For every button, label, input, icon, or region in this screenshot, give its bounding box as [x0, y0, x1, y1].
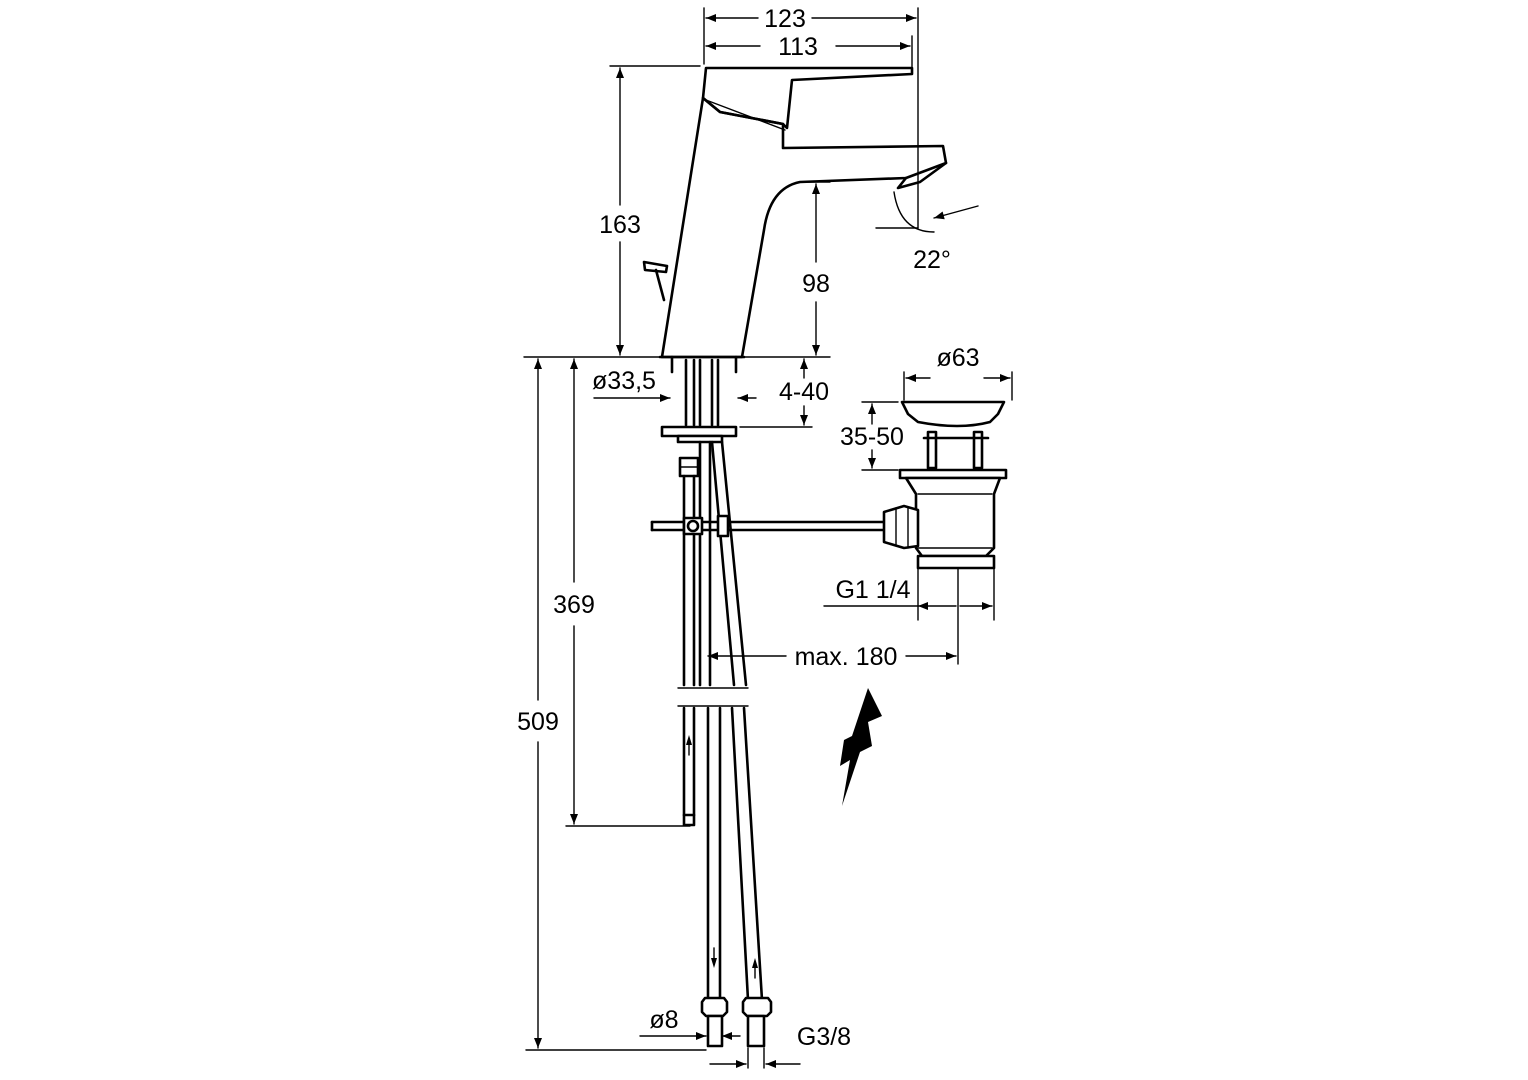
dim-rod-length: 369: [553, 591, 595, 619]
dim-deck-thickness: 4-40: [779, 378, 829, 406]
waste-plug: [900, 400, 1006, 428]
hose-nut-left: [700, 996, 729, 1018]
hose-nut-right: [741, 996, 773, 1018]
lever-handle: [701, 66, 914, 130]
spout-tip: [896, 161, 948, 190]
dim-overall-width: 123: [764, 5, 806, 33]
dim-waste-thread: G1 1/4: [835, 576, 910, 604]
dim-body-height: 163: [599, 211, 641, 239]
dimension-lines: [523, 7, 1013, 1069]
shank-assembly: [660, 355, 738, 478]
waste-body: [904, 476, 1002, 558]
body-edge-line: [705, 99, 786, 131]
dim-shank-diameter: ø33,5: [592, 367, 656, 395]
dim-waste-diameter: ø63: [936, 344, 979, 372]
pull-rod-knob: [642, 260, 669, 274]
dim-total-length: 509: [517, 708, 559, 736]
dim-max-distance: max. 180: [795, 643, 898, 671]
linkage-rod: [650, 514, 886, 538]
waste-assembly: [882, 400, 1008, 570]
dim-waste-height: 35-50: [840, 423, 904, 451]
dim-spout-reach: 113: [778, 33, 818, 61]
fixing-plate: [660, 425, 738, 438]
lightning-bolt-icon: [840, 688, 882, 806]
pull-rod-stem: [654, 268, 666, 302]
overflow-connector: [882, 504, 920, 550]
rod-and-hoses: [677, 440, 773, 1048]
dim-hose-diameter: ø8: [649, 1006, 678, 1034]
dim-spout-angle: 22°: [913, 246, 951, 274]
dim-spout-height: 98: [802, 270, 830, 298]
body-column: [660, 96, 948, 359]
dim-hose-thread: G3/8: [797, 1023, 851, 1051]
dimension-labels: 123 113 163 98 22° ø33,5 4-40 509 369 ø6…: [517, 5, 979, 1051]
